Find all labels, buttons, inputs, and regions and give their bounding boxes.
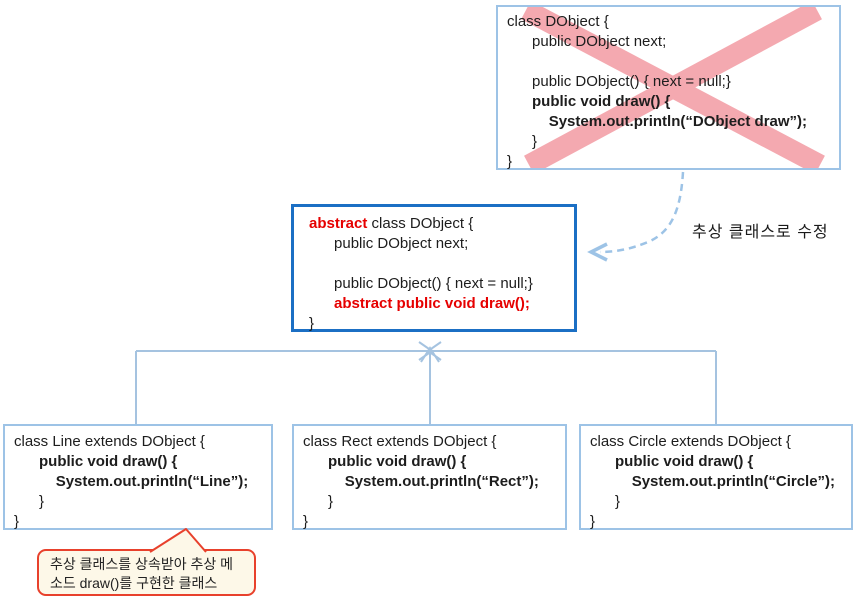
- code-line: }: [303, 493, 334, 510]
- code-line: public DObject() { next = null;}: [309, 275, 533, 292]
- line-class-box: class Line extends DObject { public void…: [3, 424, 273, 530]
- rect-code-block: class Rect extends DObject { public void…: [294, 426, 565, 532]
- code-line: }: [14, 493, 45, 510]
- code-line: class Circle extends DObject {: [590, 433, 791, 450]
- arrowhead-from-left-icon: [418, 341, 434, 361]
- code-line: }: [507, 133, 538, 150]
- dobject-code-block: class DObject { public DObject next; pub…: [498, 7, 839, 172]
- abstract-dobject-class-box: abstract class DObject { public DObject …: [291, 204, 577, 332]
- code-line: public DObject next;: [507, 33, 667, 50]
- code-line: }: [14, 513, 20, 530]
- rejection-cross-icon: [521, 7, 825, 168]
- code-line: System.out.println(“Rect”);: [344, 473, 539, 490]
- code-line: abstract public void draw();: [334, 295, 530, 312]
- code-line: }: [303, 513, 309, 530]
- code-line: System.out.println(“Circle”);: [631, 473, 836, 490]
- dashed-modify-arrow: [599, 171, 685, 254]
- code-line: }: [309, 315, 315, 332]
- code-line: abstract class DObject {: [309, 215, 474, 232]
- code-line: public DObject next;: [309, 235, 469, 252]
- code-line: [309, 254, 574, 274]
- arrowhead-from-right-icon: [426, 341, 442, 361]
- modify-arrow-label: 추상 클래스로 수정: [692, 224, 829, 241]
- callout-text-line2: 소드 draw()를 구현한 클래스: [50, 575, 218, 591]
- code-line: class DObject {: [507, 13, 609, 30]
- class-dobject-box: class DObject { public DObject next; pub…: [496, 5, 841, 170]
- code-line: System.out.println(“Line”);: [55, 473, 249, 490]
- dashed-arrow-head-icon: [587, 242, 608, 262]
- code-line: public void draw() {: [39, 453, 178, 470]
- code-line: public void draw() {: [328, 453, 467, 470]
- code-line: class Line extends DObject {: [14, 433, 205, 450]
- code-line: }: [590, 493, 621, 510]
- code-line: public DObject() { next = null;}: [507, 73, 731, 90]
- code-line: }: [507, 153, 513, 170]
- code-line: [507, 52, 839, 72]
- arrowhead-from-bottom-icon: [420, 346, 440, 363]
- callout-text-line1: 추상 클래스를 상속받아 추상 메: [50, 556, 233, 572]
- code-line: class Rect extends DObject {: [303, 433, 497, 450]
- rect-class-box: class Rect extends DObject { public void…: [292, 424, 567, 530]
- code-line: public void draw() {: [532, 93, 671, 110]
- code-line: public void draw() {: [615, 453, 754, 470]
- line-code-block: class Line extends DObject { public void…: [5, 426, 271, 532]
- annotation-callout: 추상 클래스를 상속받아 추상 메 소드 draw()를 구현한 클래스: [37, 549, 256, 596]
- circle-code-block: class Circle extends DObject { public vo…: [581, 426, 851, 532]
- abstract-dobject-code-block: abstract class DObject { public DObject …: [294, 207, 574, 334]
- code-line: }: [590, 513, 596, 530]
- circle-class-box: class Circle extends DObject { public vo…: [579, 424, 853, 530]
- code-line: System.out.println(“DObject draw”);: [548, 113, 808, 130]
